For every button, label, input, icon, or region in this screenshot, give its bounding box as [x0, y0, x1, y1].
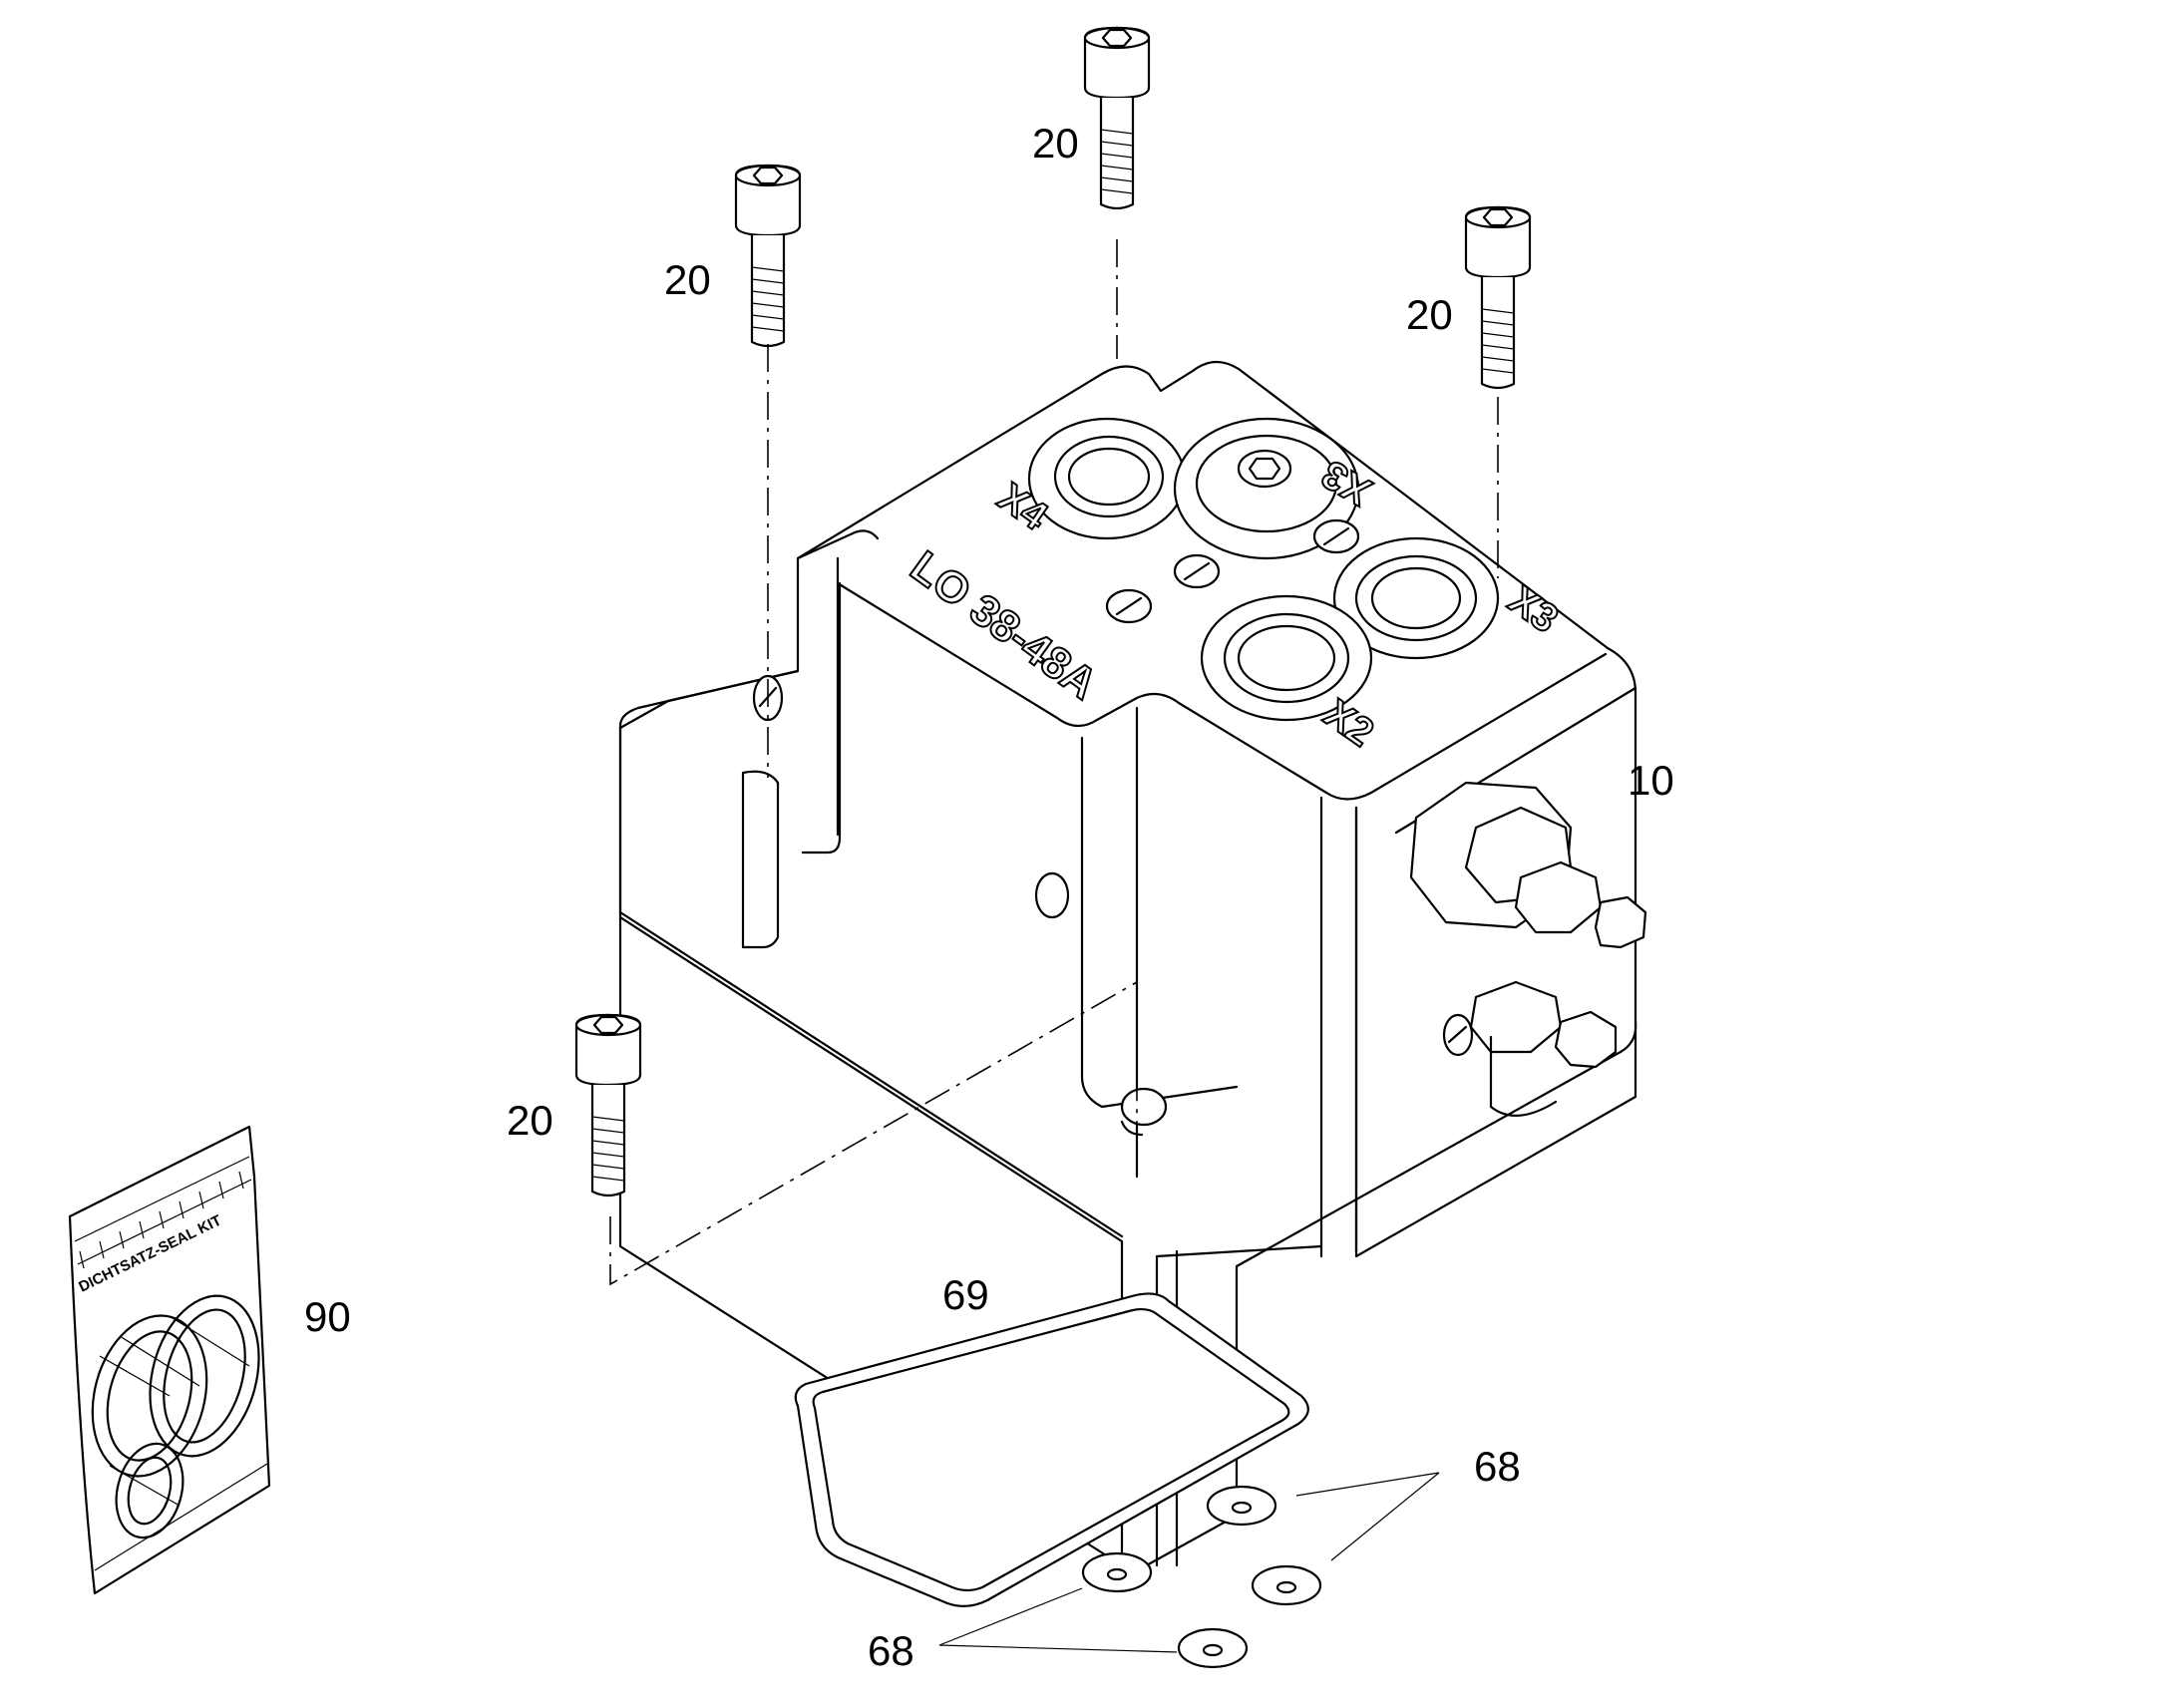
bolt-top-left — [734, 164, 802, 348]
callout-seal-kit: 90 — [304, 1293, 351, 1340]
bolt-top-center — [1083, 26, 1151, 210]
gasket — [794, 1292, 1309, 1607]
washer-1 — [1206, 1485, 1277, 1527]
bolt-top-right — [1464, 205, 1532, 390]
callout-bolt-top-left: 20 — [664, 256, 711, 303]
leader-lines — [938, 1472, 1440, 1653]
callout-washers-bottom: 68 — [868, 1627, 914, 1674]
callout-labels: 20 20 20 20 10 90 69 68 68 — [304, 120, 1674, 1674]
callout-bolt-top-center: 20 — [1032, 120, 1079, 167]
callout-bolt-top-right: 20 — [1406, 291, 1453, 338]
callout-washers-right: 68 — [1474, 1443, 1521, 1490]
washer-3 — [1081, 1551, 1153, 1593]
callout-valve-block: 10 — [1628, 757, 1674, 804]
assembly-centerlines — [609, 239, 1499, 1286]
callout-bolt-bottom-left: 20 — [507, 1097, 553, 1144]
callout-gasket: 69 — [942, 1271, 989, 1318]
washer-2 — [1251, 1564, 1322, 1606]
side-fittings — [1409, 781, 1647, 1117]
seal-kit-bag: DICHTSATZ-SEAL KIT — [68, 1125, 271, 1595]
washer-4 — [1177, 1627, 1249, 1669]
